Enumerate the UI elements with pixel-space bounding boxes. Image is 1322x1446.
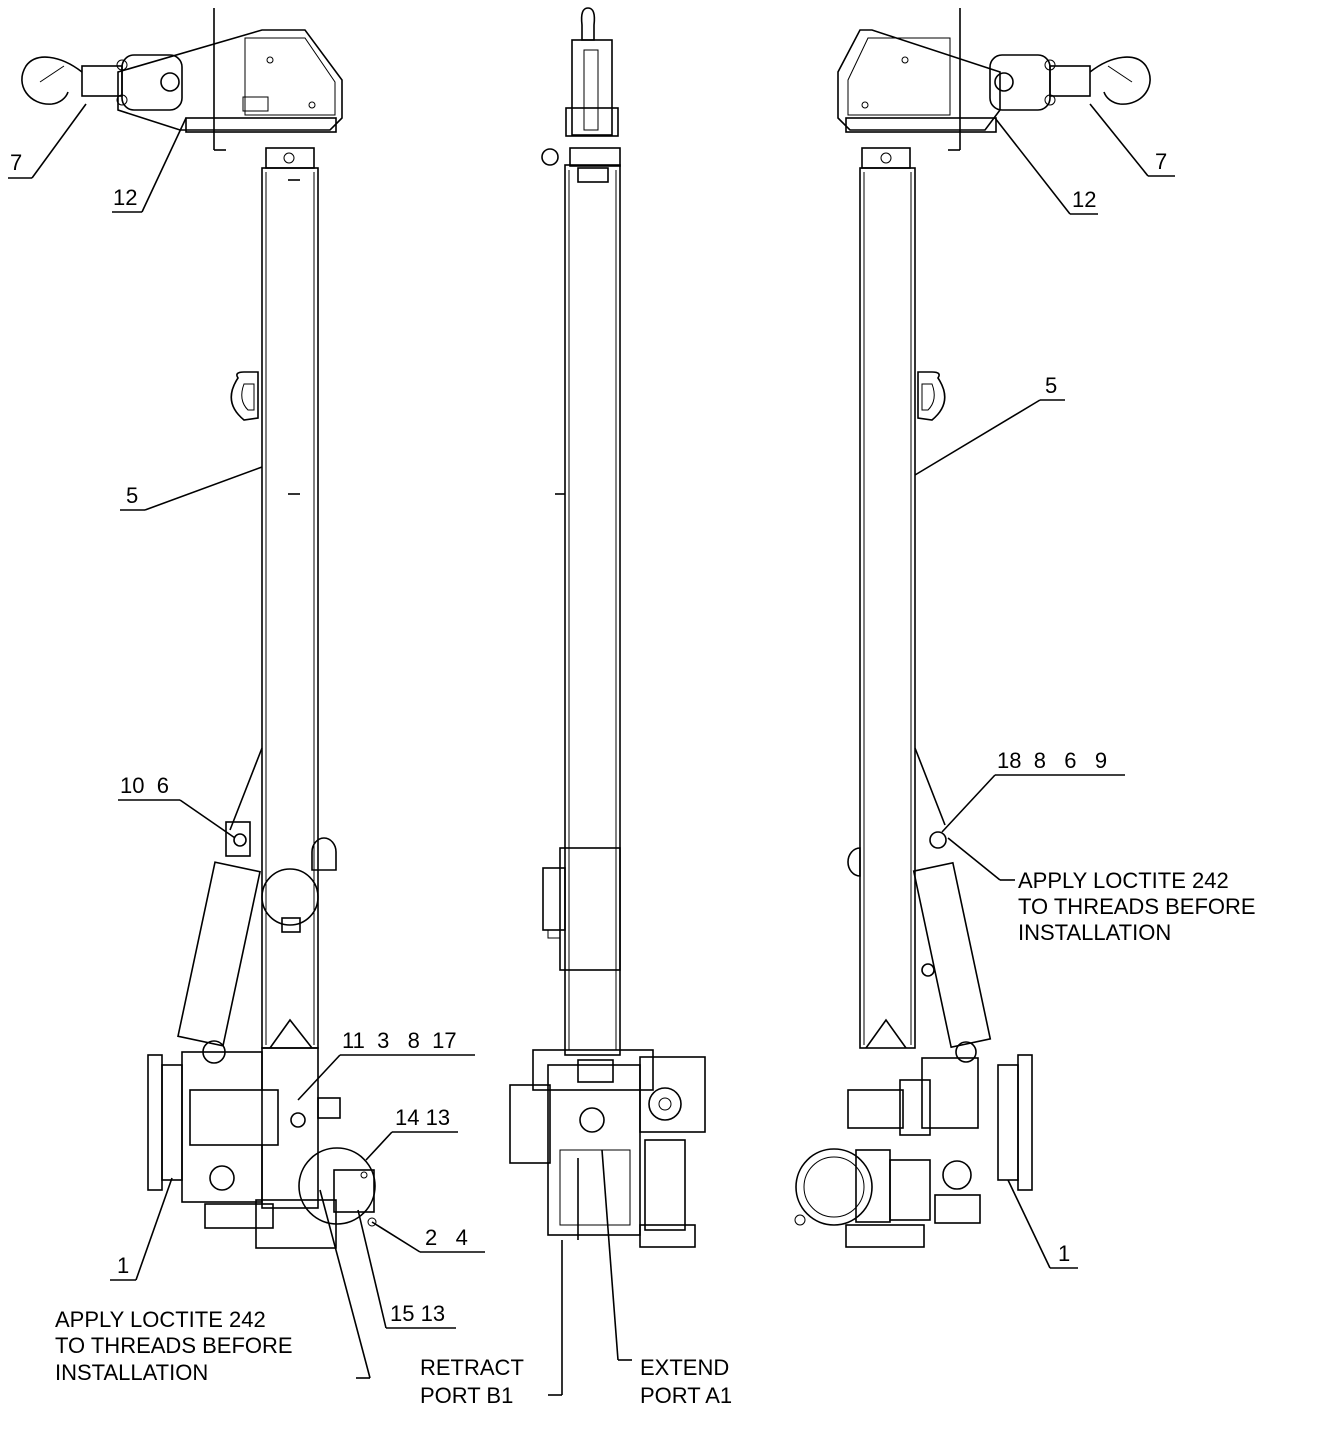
callout-left-2-4: 2 4: [425, 1225, 468, 1250]
note-line: PORT B1: [420, 1383, 513, 1408]
callout-left-12: 12: [113, 185, 137, 210]
callout-right-12: 12: [1072, 187, 1096, 212]
note-line: TO THREADS BEFORE: [1018, 894, 1256, 919]
note-line: PORT A1: [640, 1383, 732, 1408]
note-retract-port: RETRACT PORT B1: [420, 1355, 524, 1408]
callout-right-18-8-6-9: 18 8 6 9: [997, 748, 1107, 773]
center-view: [509, 7, 706, 1396]
callout-left-10-6: 10 6: [120, 773, 169, 798]
callout-right-7: 7: [1155, 149, 1167, 174]
note-line: RETRACT: [420, 1355, 524, 1380]
note-line: APPLY LOCTITE 242: [1018, 868, 1229, 893]
callout-left-14-13: 14 13: [395, 1105, 450, 1130]
callout-left-1: 1: [117, 1253, 129, 1278]
note-line: APPLY LOCTITE 242: [55, 1307, 266, 1332]
note-line: EXTEND: [640, 1355, 729, 1380]
note-extend-port: EXTEND PORT A1: [640, 1355, 732, 1408]
note-right-loctite: APPLY LOCTITE 242 TO THREADS BEFORE INST…: [1018, 868, 1256, 945]
callout-left-15-13: 15 13: [390, 1301, 445, 1326]
note-line: INSTALLATION: [55, 1360, 208, 1385]
note-line: INSTALLATION: [1018, 920, 1171, 945]
left-view: [21, 8, 377, 1249]
note-line: TO THREADS BEFORE: [55, 1333, 293, 1358]
callout-left-11-3-8-17: 11 3 8 17: [342, 1028, 457, 1053]
callout-leaders: [8, 103, 1175, 1379]
callout-right-1: 1: [1058, 1241, 1070, 1266]
callout-right-5: 5: [1045, 373, 1057, 398]
right-view: [794, 8, 1151, 1248]
note-left-loctite: APPLY LOCTITE 242 TO THREADS BEFORE INST…: [55, 1307, 293, 1385]
callout-left-5: 5: [126, 483, 138, 508]
callout-left-7: 7: [10, 150, 22, 175]
